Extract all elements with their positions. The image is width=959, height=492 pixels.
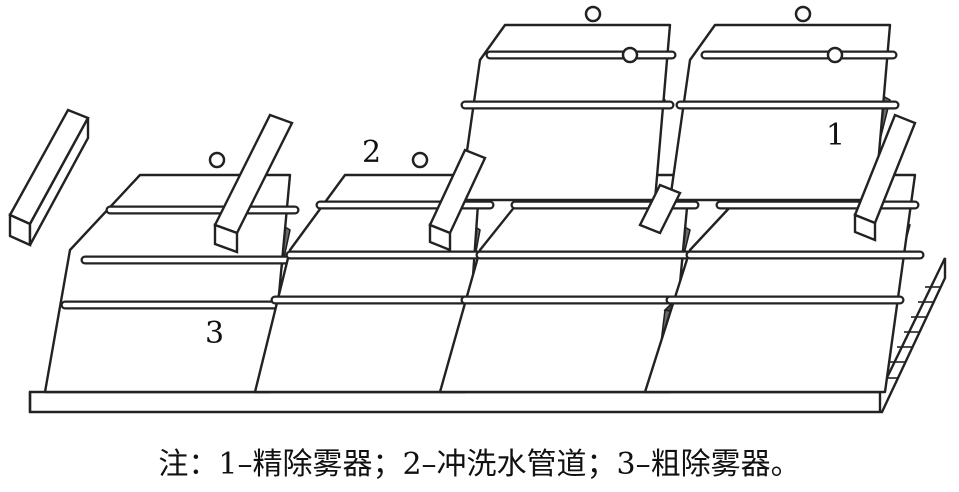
figure-caption: 注：1–精除雾器；2–冲洗水管道；3–粗除雾器。	[158, 447, 801, 482]
label-flush-water-pipe: 2	[362, 135, 381, 170]
mist-eliminator-diagram: 1 2 3	[8, 5, 947, 414]
upper-module-1	[454, 5, 677, 202]
lower-module-1	[43, 151, 305, 394]
middle-support-beam	[213, 113, 294, 254]
lower-module-2	[253, 151, 500, 394]
upper-module-2	[668, 5, 900, 202]
label-coarse-mist-eliminator: 3	[205, 316, 224, 351]
lower-module-4	[643, 173, 925, 394]
loose-support-beam	[8, 108, 90, 247]
upper-support-beams	[428, 113, 917, 252]
label-fine-mist-eliminator: 1	[826, 118, 845, 153]
